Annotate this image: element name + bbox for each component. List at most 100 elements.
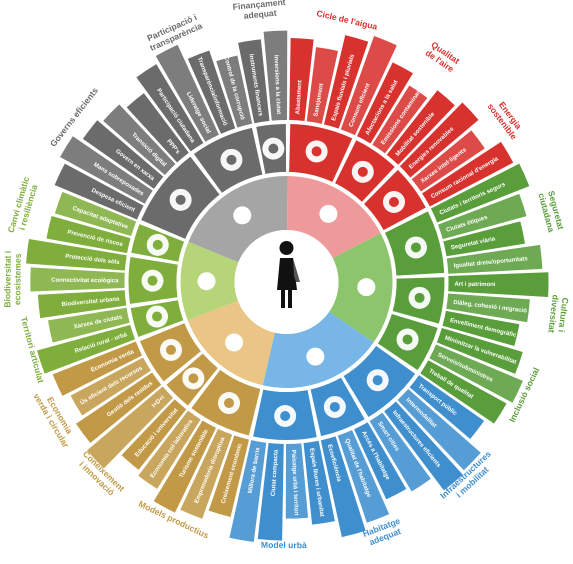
bar-governs-4 — [126, 93, 189, 163]
handshake-icon-glyph — [402, 334, 413, 345]
wifi-signal-icon-glyph — [175, 194, 186, 205]
bar-label: Art i patrimoni — [454, 282, 495, 288]
bar-biodiversitat-0 — [37, 290, 127, 319]
bar-model_urba-1 — [285, 443, 309, 519]
bar-habitatge-1 — [337, 430, 390, 523]
leaf-icon-glyph — [147, 275, 158, 286]
bar-participacio-2 — [187, 50, 236, 134]
bar-label: Biodiversitat urbana — [61, 296, 120, 308]
bar-economia-2 — [52, 341, 143, 396]
bicycle-icon-glyph — [357, 166, 368, 177]
bar-models_productius-3 — [138, 410, 201, 489]
bar-infraestructures-1 — [397, 388, 481, 471]
person-half-male-half-female-icon — [277, 241, 300, 308]
lightbulb-icon-glyph — [188, 373, 199, 384]
category-label-line: Cultura i — [557, 297, 571, 333]
category-label-model_urba: Model urbà — [261, 540, 307, 550]
category-label-line: diversitat — [546, 294, 560, 333]
bar-infraestructures-2 — [384, 401, 463, 491]
bar-seguretat-0 — [430, 163, 530, 223]
inner-color-ring — [176, 172, 397, 392]
bar-label: Ciutat compacta — [271, 449, 280, 497]
bar-label: Sanejament — [313, 83, 325, 117]
bar-biodiversitat-1 — [30, 267, 125, 292]
house-heart-icon — [319, 204, 338, 223]
bar-model_urba-3 — [229, 440, 267, 542]
bar-label: Inversions a la ciutat — [272, 55, 281, 115]
bar-territori-0 — [37, 324, 136, 374]
bar-label: Connectivitat ecològica — [51, 278, 119, 285]
bar-qualitat_aire-2 — [386, 90, 455, 165]
bar-cicle_aigua-1 — [306, 47, 339, 124]
bar-models_productius-2 — [153, 420, 216, 513]
location-pin-icon — [197, 272, 216, 291]
coins-icon-glyph — [268, 143, 279, 154]
bar-cicle_aigua-0 — [289, 38, 314, 122]
bar-seguretat-3 — [446, 244, 543, 274]
bar-governs-1 — [60, 136, 153, 204]
bar-governs-3 — [103, 104, 176, 176]
water-drop-icon-glyph — [311, 146, 322, 157]
bar-model_urba-0 — [303, 440, 335, 525]
bar-models_productius-0 — [208, 435, 249, 517]
category-label-line: Cicle de l'aigua — [316, 8, 379, 32]
category-label-cicle_aigua: Cicle de l'aigua — [316, 8, 379, 32]
town-hall-icon — [233, 206, 252, 225]
bar-financament-0 — [238, 39, 270, 124]
bar-qualitat_aire-0 — [357, 62, 413, 144]
bar-cicle_aigua-2 — [324, 35, 369, 129]
wind-turbine-icon-glyph — [388, 196, 399, 207]
bar-financament-1 — [263, 30, 288, 121]
bar-canvi_climatic-0 — [46, 216, 131, 254]
bar-habitatge-0 — [354, 422, 407, 500]
bar-cultura-1 — [446, 293, 530, 323]
bar-coneixement-0 — [121, 399, 187, 470]
bar-cultura-2 — [442, 310, 520, 347]
arrows-icon-glyph — [152, 311, 163, 322]
category-label-line: adequat — [243, 8, 277, 21]
bar-infraestructures-3 — [369, 412, 431, 492]
bar-participacio-1 — [155, 44, 219, 142]
power-plug-icon-glyph — [372, 375, 383, 386]
bar-label: Abastament — [295, 80, 303, 115]
bar-biodiversitat-2 — [26, 238, 127, 271]
bar-cicle_aigua-3 — [340, 36, 397, 136]
mountain-icon — [225, 333, 244, 352]
bar-territori-1 — [48, 307, 130, 343]
icon-ring — [128, 124, 445, 440]
bar-label: Paisatge urbà i territori — [290, 450, 299, 516]
bar-models_productius-1 — [180, 428, 233, 519]
recycle-icon-glyph — [165, 344, 176, 355]
category-label-line: Model urbà — [261, 540, 307, 550]
bar-inclusio-2 — [420, 360, 507, 424]
bar-model_urba-2 — [257, 442, 284, 541]
bar-coneixement-1 — [87, 386, 174, 469]
bar-habitatge-2 — [320, 436, 366, 538]
bar-participacio-3 — [216, 55, 253, 128]
bar-participacio-0 — [136, 64, 204, 152]
bar-cultura-0 — [448, 272, 549, 297]
bar-qualitat_aire-1 — [372, 85, 428, 154]
hands-care-icon-glyph — [410, 242, 421, 253]
category-label-line: Biodiversitat i — [2, 251, 13, 308]
bar-infraestructures-0 — [409, 375, 485, 439]
bar-governs-2 — [82, 120, 164, 189]
buildings-icon-glyph — [280, 410, 291, 421]
bar-energia-2 — [422, 141, 514, 207]
category-label-line: ecosistemes — [12, 253, 23, 305]
speech-bubbles-icon-glyph — [226, 154, 237, 165]
bar-governs-0 — [54, 163, 144, 220]
bar-economia-1 — [70, 357, 151, 416]
columns-icon-glyph — [414, 292, 425, 303]
bar-energia-0 — [399, 102, 479, 178]
bar-economia-0 — [76, 372, 162, 443]
category-label-line: Finançament — [232, 0, 286, 12]
bar-inclusio-0 — [436, 327, 523, 374]
